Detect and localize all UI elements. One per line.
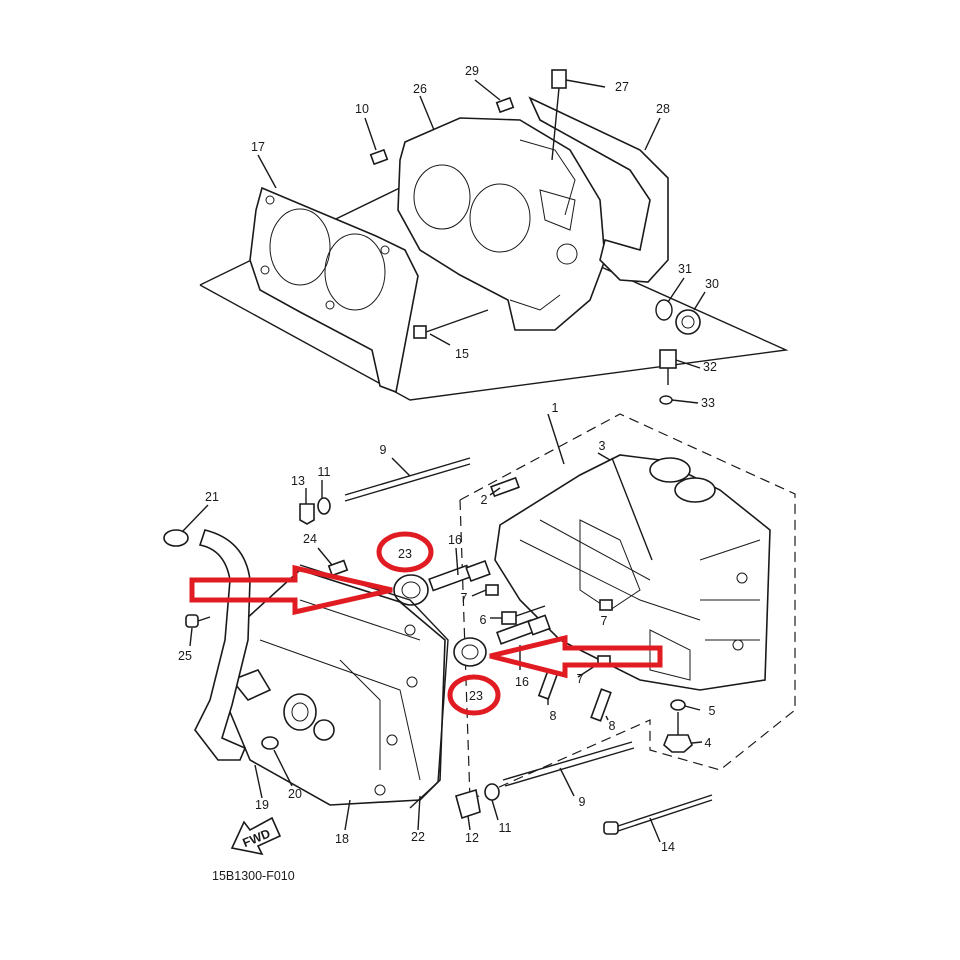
temperature-sensor-32 [659,349,677,385]
callout-27: 27 [615,80,629,94]
callout-28: 28 [656,102,670,116]
upper-group-outline [199,181,789,401]
bolt-25 [185,614,211,628]
callout-30: 30 [705,277,719,291]
callout-24: 24 [303,532,317,546]
callout-18: 18 [335,832,349,846]
o-ring-33 [659,395,673,405]
callout-21: 21 [205,490,219,504]
callout-4: 4 [705,736,712,750]
cap-nut-12 [455,788,481,820]
callout-16-upper: 16 [448,533,462,547]
spark-plug-16-upper [428,559,491,592]
callout-31: 31 [678,262,692,276]
hose-clamp-21 [163,529,189,547]
diagram-code: 15B1300-F010 [212,869,295,883]
callout-9-lower: 9 [579,795,586,809]
dowel-pin-29 [495,96,515,114]
cylinder-head-bolt-9-upper [344,457,471,502]
highlight-circle-23-upper [376,531,434,573]
cylinder-head [494,454,771,691]
callout-labels: 1 2 3 4 5 6 7 7 7 8 8 9 9 10 11 11 12 13… [178,64,719,854]
cap-nut-13 [299,503,315,525]
sensor-27 [551,69,567,161]
cylinder-block [397,117,606,331]
callout-33: 33 [701,396,715,410]
callout-11-upper: 11 [318,465,331,479]
callout-12: 12 [465,831,479,845]
cover-gasket-22 [299,564,449,809]
callout-16-lower: 16 [515,675,529,689]
callout-7-b: 7 [601,614,608,628]
callout-26: 26 [413,82,427,96]
callout-7-a: 7 [461,591,468,605]
washer-11-upper [317,497,331,515]
dowel-pin-10 [369,148,389,166]
breather-hose-19 [194,529,251,761]
plug-30 [675,309,701,335]
hose-clamp-20 [261,736,279,750]
callout-25: 25 [178,649,192,663]
stud-2 [490,476,520,498]
bolt-7-b [599,599,613,611]
bolt-14 [603,794,713,835]
washer-11-lower [484,783,500,801]
callout-1: 1 [552,401,559,415]
callout-11-lower: 11 [499,821,512,835]
callout-10: 10 [355,102,369,116]
callout-2: 2 [481,493,488,507]
callout-13: 13 [291,474,305,488]
callout-15: 15 [455,347,469,361]
fwd-direction-arrow [230,816,282,856]
o-ring-31 [655,299,673,321]
callout-17: 17 [251,140,265,154]
dowel-24 [327,559,349,577]
callout-19: 19 [255,798,269,812]
spring-8-b [590,688,612,722]
cylinder-head-gasket [249,186,419,394]
callout-20: 20 [288,787,302,801]
callout-5: 5 [709,704,716,718]
callout-3: 3 [599,439,606,453]
callout-9-upper: 9 [380,443,387,457]
highlight-circle-23-lower [447,674,501,716]
bolt-4 [663,734,693,753]
cylinder-base-gasket [528,96,669,283]
callout-29: 29 [465,64,479,78]
cylinder-head-group-outline [459,413,796,801]
highlight-arrow-left [189,564,393,616]
highlight-arrow-right [489,634,663,679]
cylinder-head-cover [224,569,446,806]
spark-plug-16-lower [496,614,551,645]
callout-22: 22 [411,830,425,844]
bolt-15 [413,309,489,339]
callout-8-b: 8 [609,719,616,733]
spring-8-a [537,670,559,700]
callout-14: 14 [661,840,675,854]
callout-23-lower: 23 [469,689,483,703]
leader-lines [181,79,706,843]
oil-seal-23-lower [453,637,487,667]
callout-32: 32 [703,360,717,374]
callout-6: 6 [480,613,487,627]
callout-7-c: 7 [577,672,584,686]
bolt-7-a [485,584,499,596]
cylinder-head-bolt-9-lower [502,741,635,787]
washer-5 [670,699,686,711]
callout-8-a: 8 [550,709,557,723]
callout-23-upper: 23 [398,547,412,561]
